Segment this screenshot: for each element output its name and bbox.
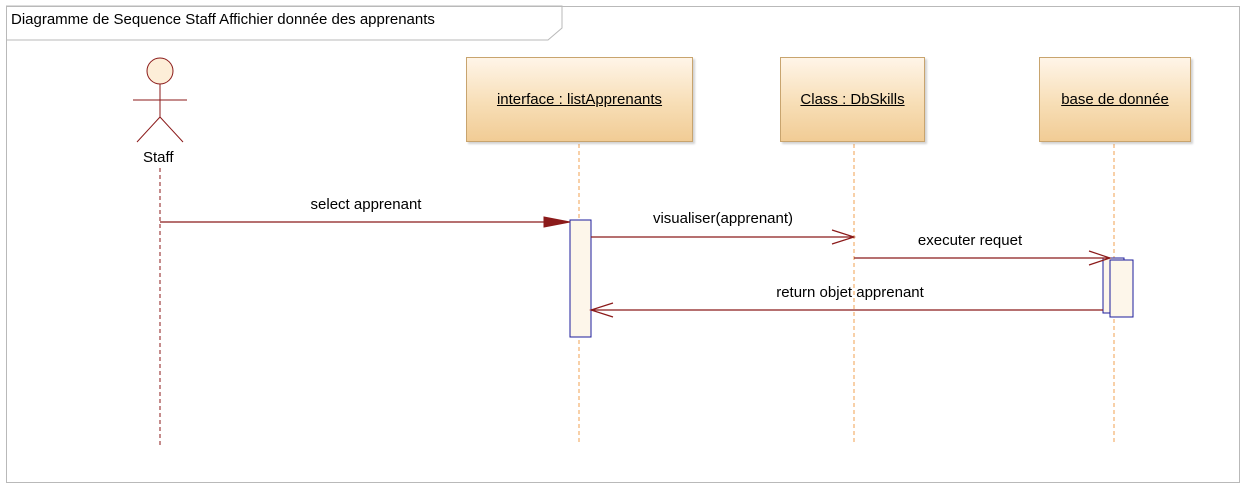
interface-lifeline-label: interface : listApprenants: [496, 91, 663, 108]
db-lifeline-label: base de donnée: [1061, 91, 1169, 108]
message-return-label: return objet apprenant: [776, 284, 924, 301]
diagram-title: Diagramme de Sequence Staff Affichier do…: [11, 11, 435, 28]
message-executer-label: executer requet: [917, 232, 1023, 249]
diagram-frame: [6, 6, 1240, 483]
db-activation-inner: [1109, 259, 1134, 318]
dbskills-lifeline-head[interactable]: Class : DbSkills: [780, 57, 925, 142]
message-visualiser-label: visualiser(apprenant): [652, 210, 794, 227]
message-select-apprenant-arrowhead: [543, 216, 571, 228]
message-return-arrowhead: [589, 302, 614, 318]
staff-actor-label: Staff: [143, 149, 174, 166]
message-visualiser-arrowhead: [831, 229, 856, 245]
interface-lifeline-head[interactable]: interface : listApprenants: [466, 57, 693, 142]
message-executer-arrowhead: [1088, 250, 1112, 266]
interface-activation: [569, 219, 592, 338]
title-tab-outline: [6, 5, 563, 41]
staff-actor-icon: [133, 57, 187, 143]
message-select-apprenant-label: select apprenant: [310, 196, 422, 213]
db-lifeline-head[interactable]: base de donnée: [1039, 57, 1191, 142]
dbskills-lifeline-label: Class : DbSkills: [800, 91, 905, 108]
